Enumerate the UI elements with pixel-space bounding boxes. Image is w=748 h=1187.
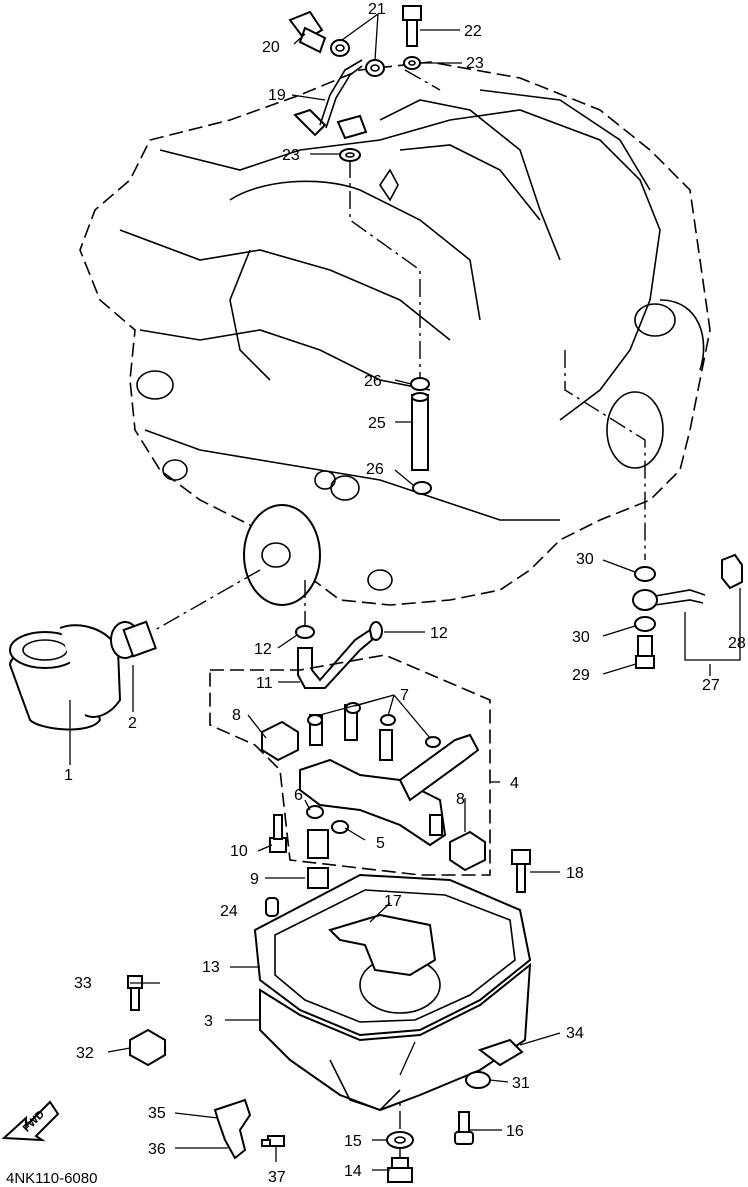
- filter-pipe-2: [110, 620, 158, 659]
- callout-27: 27: [702, 677, 720, 694]
- callout-1: 1: [64, 767, 73, 784]
- clamp-34: [477, 1038, 524, 1067]
- callout-6: 6: [294, 787, 303, 804]
- callout-26-bottom: 26: [366, 461, 384, 478]
- bracket-32: [129, 1028, 166, 1067]
- washer-23-top: [403, 56, 421, 70]
- bracket-35-36: [213, 1098, 252, 1160]
- bolt-22: [402, 5, 422, 47]
- oil-pump-assembly-4: [209, 654, 491, 876]
- callout-31: 31: [512, 1075, 530, 1092]
- washer-30-top: [634, 566, 656, 582]
- oil-pipe-19: [293, 59, 368, 140]
- callout-13: 13: [202, 959, 220, 976]
- gasket-15: [386, 1131, 414, 1149]
- callout-8-right: 8: [456, 791, 465, 808]
- callout-23-mid: 23: [282, 147, 300, 164]
- pipe-27: [632, 589, 706, 611]
- union-bolt-20: [288, 10, 327, 54]
- callout-35: 35: [148, 1105, 166, 1122]
- bolt-18: [511, 849, 531, 893]
- callout-29: 29: [572, 667, 590, 684]
- plug-28: [721, 553, 743, 590]
- gasket-21: [330, 39, 385, 77]
- oil-filter-1: [8, 624, 122, 731]
- callout-12-right: 12: [430, 625, 448, 642]
- fwd-arrow-icon: [1, 1100, 60, 1142]
- filter-mount-boss: [243, 504, 321, 606]
- bolt-10: [269, 814, 287, 853]
- bolt-24: [265, 897, 279, 917]
- callout-21: 21: [368, 1, 386, 18]
- washer-23-mid: [339, 148, 361, 162]
- oil-pipe-11: [297, 628, 374, 689]
- damper-8-left: [261, 720, 299, 762]
- callout-10: 10: [230, 843, 248, 860]
- callout-20: 20: [262, 39, 280, 56]
- o-ring-26-top: [410, 377, 430, 391]
- callout-7: 7: [400, 687, 409, 704]
- callout-30-top: 30: [576, 551, 594, 568]
- callout-8-left: 8: [232, 707, 241, 724]
- damper-8-right: [449, 830, 486, 872]
- o-ring-26-bottom: [412, 481, 432, 495]
- union-bolt-29: [635, 635, 655, 669]
- callout-23-top: 23: [466, 55, 484, 72]
- diagram-code: 4NK110-6080: [6, 1170, 97, 1187]
- callout-22: 22: [464, 23, 482, 40]
- callout-9: 9: [250, 871, 259, 888]
- callout-14: 14: [344, 1163, 362, 1180]
- callout-36: 36: [148, 1141, 166, 1158]
- crankcase-outline: [79, 61, 711, 606]
- callout-28: 28: [728, 635, 746, 652]
- o-ring-6: [306, 805, 324, 819]
- callout-2: 2: [128, 715, 137, 732]
- callout-16: 16: [506, 1123, 524, 1140]
- bolt-16: [454, 1111, 474, 1145]
- o-rings-7: [307, 702, 441, 748]
- callout-12-left: 12: [254, 641, 272, 658]
- callout-labels: 1 2 3 4 5 6 7 8 8 9 10 11 12 12 13 14 15…: [64, 1, 746, 1186]
- callout-32: 32: [76, 1045, 94, 1062]
- drain-bolt-14: [387, 1157, 413, 1183]
- callout-37: 37: [268, 1169, 286, 1186]
- callout-24: 24: [220, 903, 238, 920]
- callout-4: 4: [510, 775, 519, 792]
- callout-34: 34: [566, 1025, 584, 1042]
- callout-15: 15: [344, 1133, 362, 1150]
- o-ring-12-left: [295, 625, 315, 639]
- callout-17: 17: [384, 893, 402, 910]
- clamp-31: [465, 1071, 491, 1089]
- baffle-17: [328, 913, 437, 977]
- callout-33: 33: [74, 975, 92, 992]
- washer-30-bottom: [634, 616, 656, 632]
- pipe-25: [411, 392, 429, 471]
- bolt-33: [127, 975, 143, 1011]
- callout-25: 25: [368, 415, 386, 432]
- callout-30-bottom: 30: [572, 629, 590, 646]
- callout-26-top: 26: [364, 373, 382, 390]
- callout-18: 18: [566, 865, 584, 882]
- collar-9: [307, 829, 329, 889]
- callout-5: 5: [376, 835, 385, 852]
- callout-19: 19: [268, 87, 286, 104]
- callout-11: 11: [256, 675, 273, 692]
- callout-3: 3: [204, 1013, 213, 1030]
- leader-lines: [69, 13, 741, 1171]
- bolt-37: [261, 1135, 285, 1147]
